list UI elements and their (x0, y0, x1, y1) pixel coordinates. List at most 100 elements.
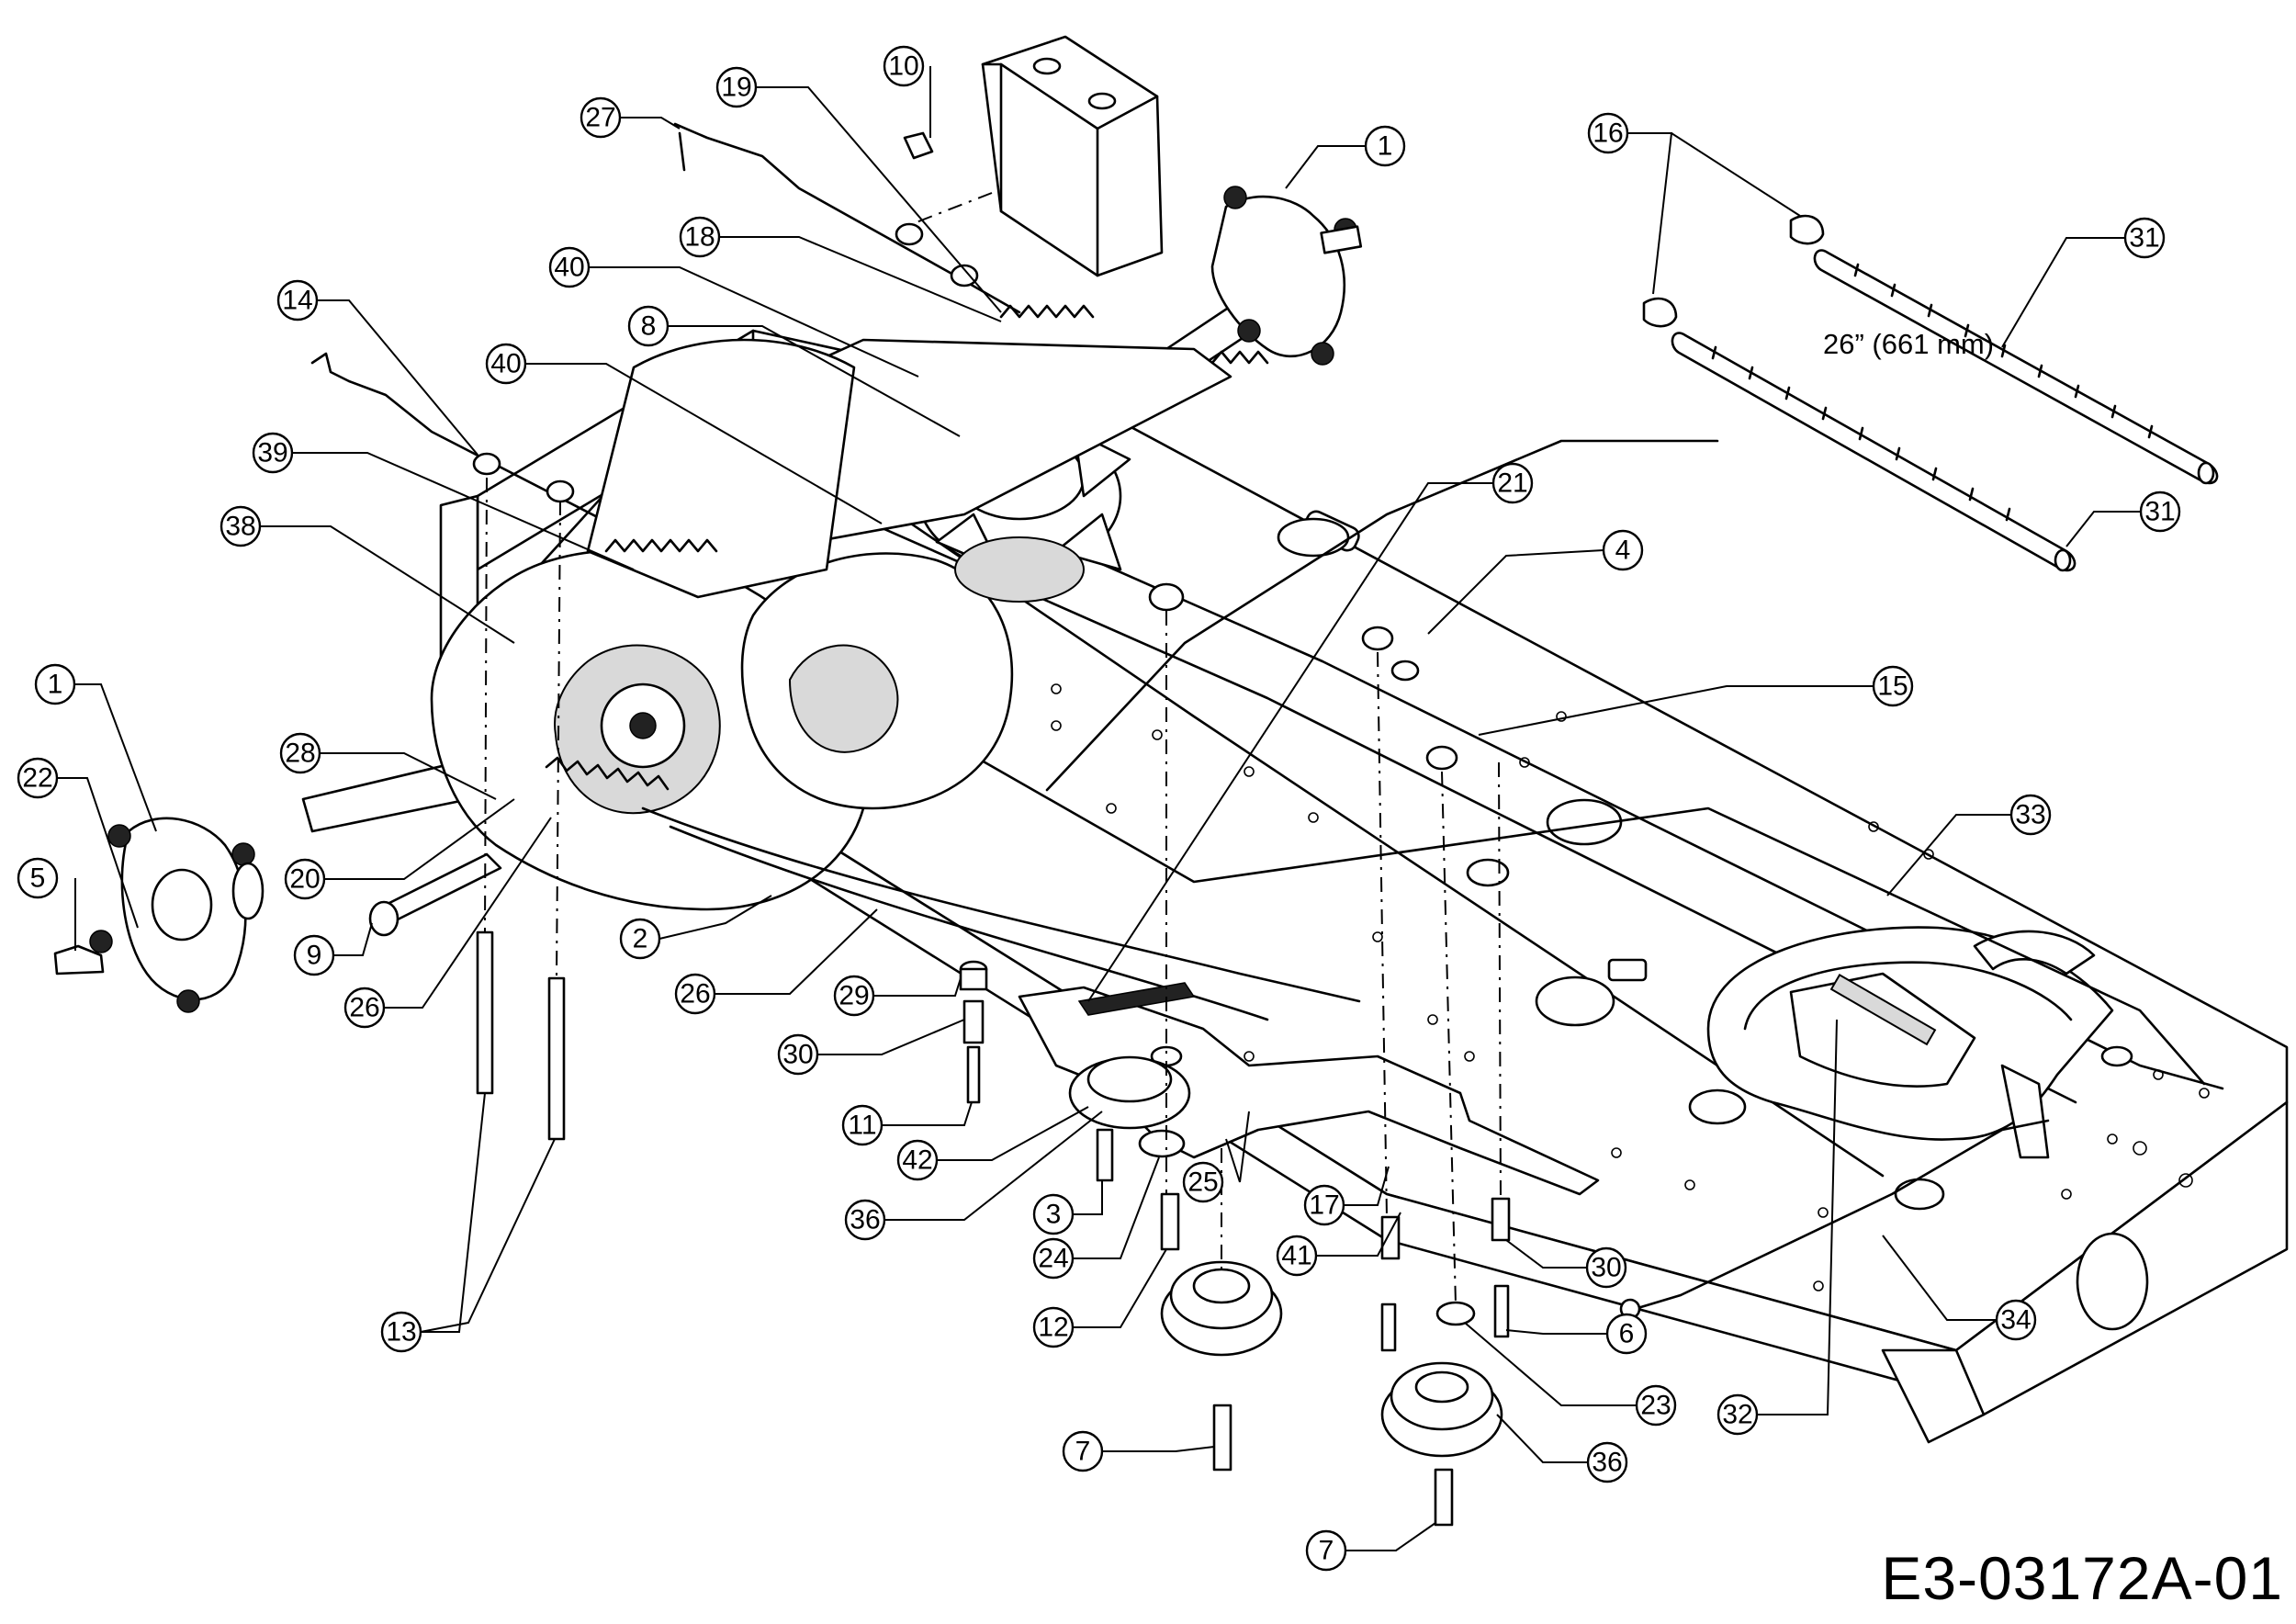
svg-text:26: 26 (680, 979, 710, 1009)
svg-text:10: 10 (888, 51, 918, 82)
callout-25: 25 (1182, 1161, 1224, 1203)
svg-text:36: 36 (1592, 1448, 1622, 1478)
svg-text:7: 7 (1075, 1437, 1091, 1467)
svg-text:17: 17 (1309, 1190, 1339, 1221)
svg-text:34: 34 (2000, 1305, 2031, 1336)
svg-text:13: 13 (386, 1317, 416, 1348)
svg-text:14: 14 (282, 286, 312, 316)
svg-text:25: 25 (1187, 1167, 1218, 1198)
drawing-number: E3-03172A-01 (1881, 1544, 2283, 1612)
svg-text:21: 21 (1497, 468, 1527, 499)
svg-text:41: 41 (1281, 1241, 1311, 1271)
callout-41: 41 (1276, 1235, 1318, 1277)
svg-text:30: 30 (1591, 1253, 1621, 1283)
callout-20: 20 (284, 858, 326, 900)
svg-text:32: 32 (1722, 1400, 1752, 1430)
callout-10: 10 (883, 45, 925, 87)
callout-28: 28 (279, 732, 321, 774)
callout-7-left: 7 (1062, 1430, 1104, 1472)
callout-39: 39 (252, 432, 294, 474)
fuel-lines (1642, 214, 2219, 572)
callout-13: 13 (380, 1311, 422, 1353)
svg-text:42: 42 (902, 1145, 932, 1176)
battery (908, 35, 1164, 277)
svg-text:9: 9 (307, 941, 322, 971)
callout-31-top: 31 (2123, 217, 2166, 259)
svg-text:7: 7 (1319, 1536, 1334, 1566)
callout-12: 12 (1032, 1306, 1075, 1348)
idler-assembly (368, 131, 1600, 1527)
svg-text:29: 29 (838, 981, 869, 1011)
callout-22: 22 (17, 757, 59, 799)
callout-40-lower: 40 (485, 343, 527, 385)
svg-text:31: 31 (2144, 497, 2175, 527)
callout-3: 3 (1032, 1193, 1075, 1235)
svg-text:40: 40 (554, 253, 584, 283)
svg-text:1: 1 (48, 670, 63, 700)
callout-6: 6 (1605, 1313, 1648, 1355)
callout-9: 9 (293, 934, 335, 976)
svg-text:4: 4 (1615, 536, 1631, 566)
callout-2: 2 (619, 918, 661, 960)
leader-lines (55, 66, 2141, 1551)
svg-text:31: 31 (2129, 223, 2159, 254)
callout-27: 27 (580, 96, 622, 139)
callout-23: 23 (1635, 1384, 1677, 1427)
svg-text:38: 38 (225, 512, 255, 542)
svg-text:27: 27 (585, 103, 615, 133)
callout-8: 8 (627, 305, 670, 347)
svg-text:30: 30 (782, 1040, 813, 1070)
callout-26-belt: 26 (674, 973, 716, 1015)
svg-text:2: 2 (633, 924, 648, 954)
svg-text:28: 28 (285, 739, 315, 769)
svg-text:3: 3 (1046, 1200, 1062, 1230)
callout-11: 11 (841, 1104, 884, 1146)
callout-42: 42 (896, 1139, 939, 1181)
callout-36-left: 36 (844, 1199, 886, 1241)
callout-29: 29 (833, 975, 875, 1017)
callout-24: 24 (1032, 1237, 1075, 1280)
svg-text:39: 39 (257, 438, 287, 468)
callout-31-bottom: 31 (2139, 491, 2181, 533)
svg-text:16: 16 (1593, 118, 1623, 149)
svg-text:8: 8 (641, 311, 657, 342)
callout-30-left: 30 (777, 1033, 819, 1076)
callout-33: 33 (2009, 794, 2052, 836)
svg-text:5: 5 (30, 863, 46, 894)
svg-text:36: 36 (850, 1205, 880, 1235)
callout-18: 18 (679, 216, 721, 258)
callout-30-right: 30 (1585, 1246, 1627, 1289)
svg-text:22: 22 (22, 763, 52, 794)
callout-4: 4 (1602, 529, 1644, 571)
callout-40-upper: 40 (548, 246, 591, 288)
svg-text:1: 1 (1378, 131, 1393, 162)
callout-26-left: 26 (343, 987, 386, 1029)
callout-15: 15 (1872, 665, 1914, 707)
svg-text:20: 20 (289, 864, 320, 895)
fuel-line-length-label: 26” (661 mm) (1823, 328, 1994, 360)
callout-1-hub-right: 1 (1364, 125, 1406, 167)
svg-text:15: 15 (1877, 671, 1908, 702)
callout-38: 38 (219, 505, 262, 547)
svg-text:33: 33 (2015, 800, 2045, 830)
svg-text:11: 11 (848, 1111, 876, 1141)
callout-14: 14 (276, 279, 319, 321)
transaxle (53, 186, 1363, 1021)
callout-5: 5 (17, 857, 59, 899)
svg-text:23: 23 (1640, 1391, 1671, 1421)
svg-text:12: 12 (1038, 1313, 1068, 1343)
callout-7-right: 7 (1305, 1529, 1347, 1572)
callouts: 1 1 2 3 4 5 6 7 7 8 9 10 11 12 13 14 15 … (17, 45, 2181, 1572)
callout-32: 32 (1716, 1393, 1759, 1436)
callout-17: 17 (1303, 1184, 1345, 1226)
callout-1-hub-left: 1 (34, 663, 76, 705)
callout-21: 21 (1491, 462, 1534, 504)
callout-16: 16 (1587, 112, 1629, 154)
svg-text:18: 18 (684, 222, 715, 253)
svg-text:26: 26 (349, 993, 379, 1023)
svg-text:40: 40 (490, 349, 521, 379)
svg-text:6: 6 (1619, 1319, 1635, 1349)
callout-19: 19 (715, 66, 758, 108)
svg-text:19: 19 (721, 73, 751, 103)
